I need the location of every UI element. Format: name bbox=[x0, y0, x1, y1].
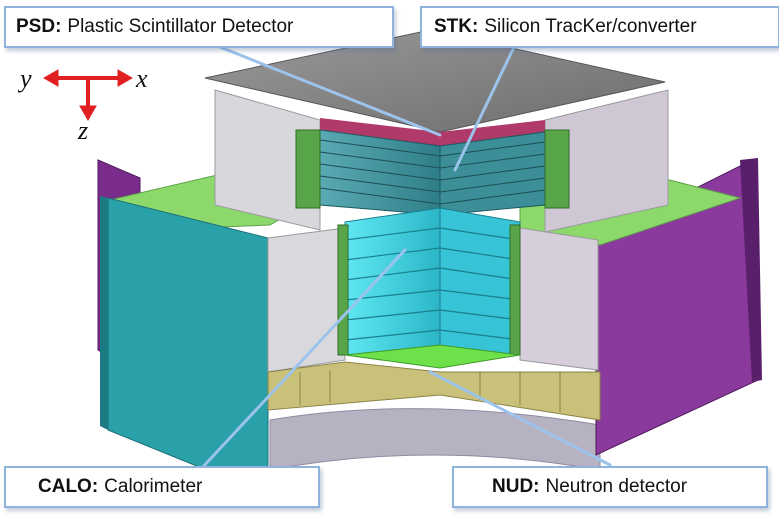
stk-label: STK: Silicon TracKer/converter bbox=[420, 6, 779, 48]
olive-frame bbox=[267, 361, 601, 421]
calo-pointer bbox=[198, 248, 407, 472]
psd-label-abbr: PSD: bbox=[16, 16, 62, 37]
nud-label-abbr: NUD: bbox=[492, 476, 540, 497]
axis-y-label: y bbox=[20, 64, 32, 93]
axis-x-label: x bbox=[136, 64, 148, 93]
nud-label-name: Neutron detector bbox=[545, 476, 688, 497]
axis-z-label: z bbox=[78, 116, 89, 145]
psd-label: PSD: Plastic Scintillator Detector bbox=[4, 6, 394, 48]
calo-label: CALO: Calorimeter bbox=[4, 466, 320, 508]
olive-frame-ribs bbox=[299, 370, 561, 412]
calo-electronics-left bbox=[337, 224, 349, 356]
teal-panel-edge bbox=[100, 196, 108, 430]
calo-grey-left bbox=[267, 227, 346, 373]
calo-label-name: Calorimeter bbox=[104, 476, 203, 497]
axis-arrows bbox=[42, 69, 134, 122]
stk-pointer bbox=[453, 43, 517, 172]
pointer-lines bbox=[198, 43, 612, 472]
psd-pointer bbox=[213, 43, 442, 137]
stk-label-name: Silicon TracKer/converter bbox=[484, 16, 697, 37]
grey-box-left bbox=[214, 89, 321, 231]
calo-electronics-right bbox=[509, 224, 521, 356]
stk-layer-lines bbox=[319, 139, 546, 205]
calo-grey-right bbox=[519, 227, 599, 371]
purple-panel-right-edge bbox=[740, 158, 762, 382]
calo-label-abbr: CALO: bbox=[38, 476, 99, 497]
stk-label-abbr: STK: bbox=[434, 16, 479, 37]
stk-electronics-left bbox=[295, 129, 321, 209]
nud-label: NUD: Neutron detector bbox=[452, 466, 768, 508]
bottom-ring bbox=[269, 408, 601, 471]
nud-pointer bbox=[428, 370, 612, 467]
stk-electronics-right bbox=[544, 129, 570, 209]
nud-plate bbox=[344, 344, 521, 369]
psd-label-name: Plastic Scintillator Detector bbox=[67, 16, 294, 37]
teal-panel bbox=[107, 197, 269, 496]
calo-layer-lines bbox=[344, 227, 521, 341]
